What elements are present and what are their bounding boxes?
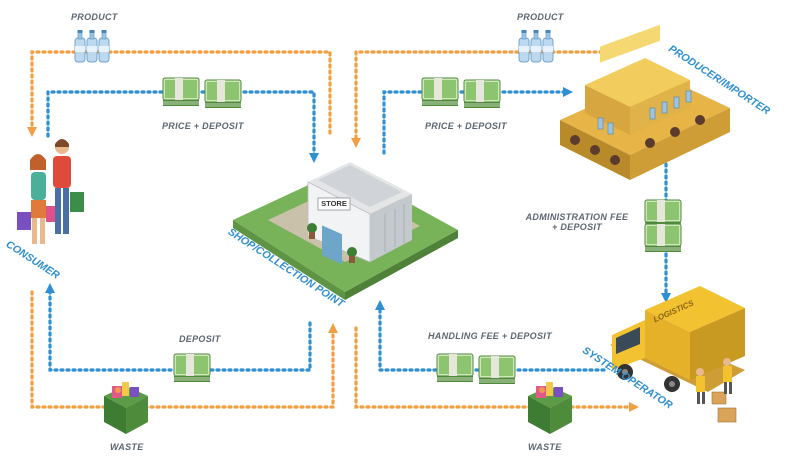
money-stack-icon-admin — [644, 199, 682, 253]
money-flow-shop-to-producer — [382, 87, 573, 155]
money-stack-icon-deposit — [173, 353, 211, 383]
store-sign: STORE — [321, 199, 347, 208]
label-product-left: PRODUCT — [71, 12, 118, 22]
label-waste-right: WASTE — [528, 442, 562, 452]
label-product-right: PRODUCT — [517, 12, 564, 22]
label-price-deposit-left: PRICE + DEPOSIT — [162, 121, 244, 131]
store-building-icon — [233, 162, 458, 300]
label-deposit: DEPOSIT — [179, 334, 221, 344]
label-price-deposit-right: PRICE + DEPOSIT — [425, 121, 507, 131]
money-flow-operator-to-shop — [375, 300, 606, 372]
waste-bin-icon-right — [528, 382, 572, 434]
bottles-icon-left — [74, 29, 110, 63]
label-handling-fee: HANDLING FEE + DEPOSIT — [428, 331, 552, 341]
consumer-people-icon — [17, 139, 84, 244]
waste-flow-consumer-to-shop — [30, 290, 338, 409]
bottles-icon-right — [518, 29, 554, 63]
delivery-truck-icon — [610, 286, 745, 423]
label-admin-fee-line1: ADMINISTRATION FEE — [525, 212, 629, 222]
label-admin-fee: ADMINISTRATION FEE + DEPOSIT — [525, 212, 629, 232]
label-waste-left: WASTE — [110, 442, 144, 452]
product-flow-shop-to-consumer — [27, 50, 332, 137]
label-admin-fee-line2: + DEPOSIT — [552, 222, 602, 232]
waste-bin-icon-left — [104, 382, 148, 434]
product-flow-producer-to-shop — [351, 50, 622, 148]
conveyor-factory-icon — [560, 24, 730, 180]
